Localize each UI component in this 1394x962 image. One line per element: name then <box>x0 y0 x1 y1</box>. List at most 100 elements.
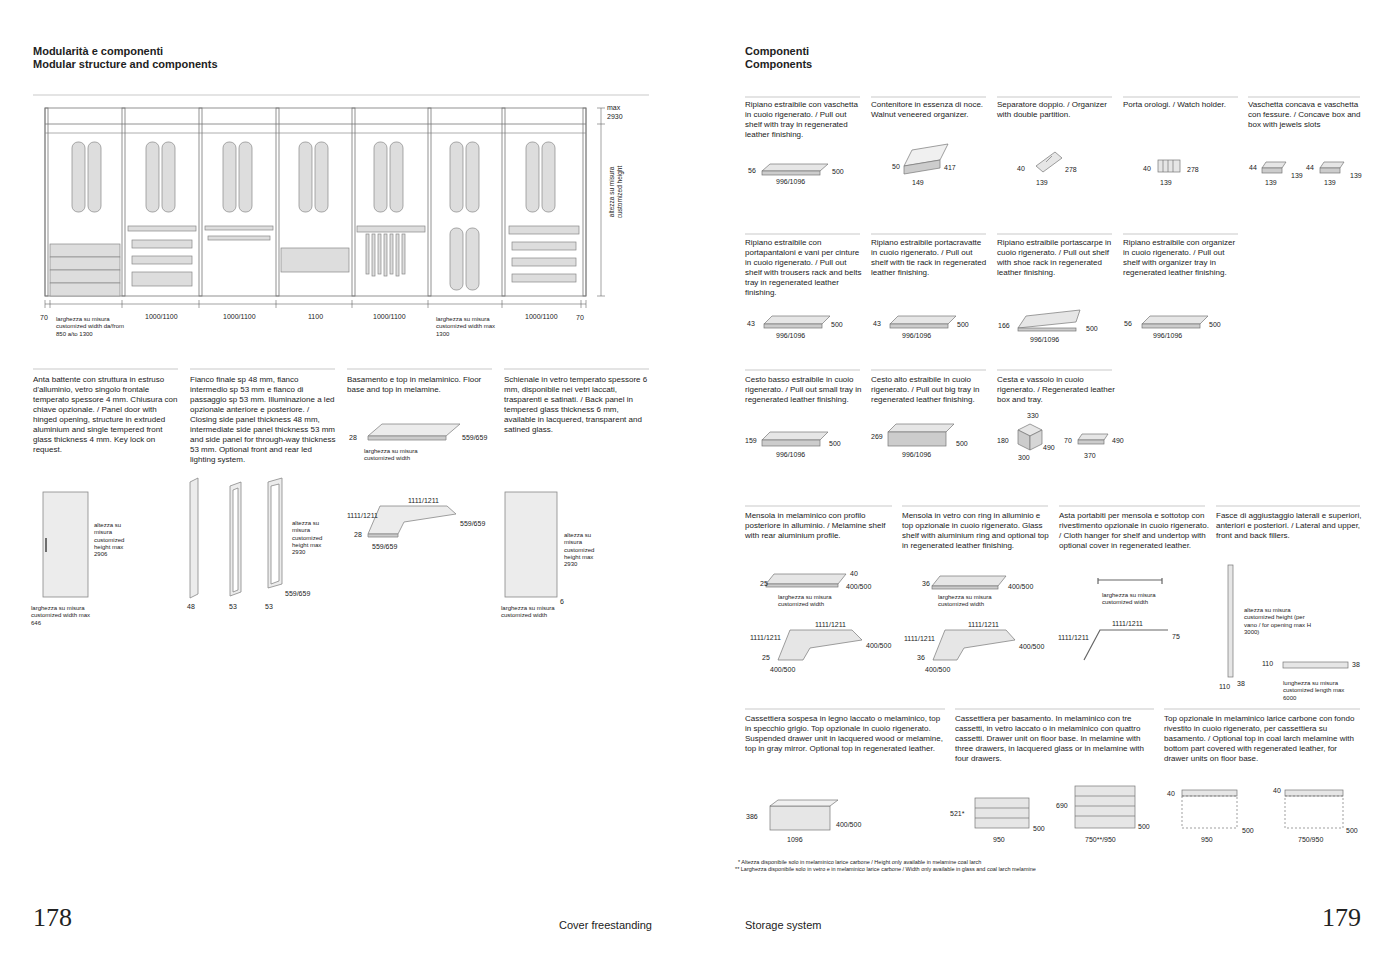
dimension-label: 996/1096 <box>776 178 805 187</box>
dimension-lines <box>45 108 605 308</box>
description-text: Ripiano estraibile con organizer in cuoi… <box>1123 238 1241 278</box>
dimension-label: 110 <box>1219 683 1230 692</box>
dimension-label: 278 <box>1065 166 1077 175</box>
description-text: Basamento e top in melaminico. Floor bas… <box>347 375 495 395</box>
dimension-label: 500 <box>829 440 841 449</box>
description-text: Mensola in melaminico con profilo poster… <box>745 511 895 541</box>
dimension-label: 490 <box>1112 437 1124 446</box>
description-text: Schienale in vetro temperato spessore 6 … <box>504 375 652 435</box>
dimension-label: 500 <box>1209 321 1221 330</box>
dimension-label: 500 <box>1086 325 1098 334</box>
dimension-label: 559/659 <box>285 590 310 599</box>
dimension-label: 48 <box>187 603 195 612</box>
description-text: larghezza su misura customized width <box>778 594 838 609</box>
dimension-label: 1111/1211 <box>1112 620 1143 629</box>
dimension-label: 139 <box>1036 179 1048 188</box>
dimension-label: 36 <box>917 654 925 663</box>
dimension-label: 400/500 <box>836 821 861 830</box>
description-text: Porta orologi. / Watch holder. <box>1123 100 1241 110</box>
dimension-label: 1111/1211 <box>904 635 935 644</box>
description-text: Fianco finale sp 48 mm, fianco intermedi… <box>190 375 338 465</box>
description-text: Top opzionale in melaminico larice carbo… <box>1164 714 1362 764</box>
description-text: larghezza su misura customized width <box>501 605 561 620</box>
dimension-label: 500 <box>1033 825 1045 834</box>
description-text: Ripiano estraibile con portapantaloni e … <box>745 238 863 298</box>
dimension-label: 521* <box>950 810 964 819</box>
dimension-label: 70 <box>576 314 584 323</box>
dimension-label: 1111/1211 <box>408 497 439 506</box>
dimension-label: 149 <box>912 179 924 188</box>
dimension-label: 53 <box>265 603 273 612</box>
description-text: lunghezza su misura customized length ma… <box>1283 680 1355 702</box>
dimension-label: 500 <box>831 321 843 330</box>
dimension-label: 25 <box>760 580 768 589</box>
dimension-label: 25 <box>762 654 770 663</box>
description-text: Asta portabiti per mensola e sottotop co… <box>1059 511 1209 551</box>
description-text: Ripiano estraibile portascarpe in cuoio … <box>997 238 1115 278</box>
dimension-label: 139 <box>1291 172 1303 181</box>
description-text: Cesta e vassoio in cuoio rigenerato. / R… <box>997 375 1115 405</box>
dimension-label: 500 <box>957 321 969 330</box>
dimension-label: 400/500 <box>770 666 795 675</box>
description-text: larghezza su misura customized width max… <box>436 316 506 338</box>
dimension-label: 1096 <box>787 836 803 845</box>
dimension-label: 1111/1211 <box>1058 634 1089 643</box>
dimension-label: 166 <box>998 322 1010 331</box>
dimension-label: 38 <box>1237 680 1245 689</box>
dimension-label: 1111/1211 <box>750 634 781 643</box>
dimension-label: 996/1096 <box>902 332 931 341</box>
description-text: Contenitore in essenza di noce. Walnut v… <box>871 100 989 120</box>
description-text: Anta battente con struttura in estruso d… <box>33 375 181 455</box>
dimension-label: 56 <box>1124 320 1132 329</box>
page-heading: Modularità e componenti <box>33 45 163 58</box>
dimension-label: 1100 <box>308 313 323 322</box>
dimension-label: 996/1096 <box>1153 332 1182 341</box>
description-text: Cassettiera per basamento. In melaminico… <box>955 714 1155 764</box>
dimension-label: 56 <box>748 167 756 176</box>
dimension-label: 996/1096 <box>902 451 931 460</box>
description-text: Fasce di aggiustaggio laterali e superio… <box>1216 511 1364 541</box>
dimension-label: 40 <box>850 570 858 579</box>
dimension-label: 40 <box>1017 165 1025 174</box>
description-text: Cesto alto estraibile in cuoio rigenerat… <box>871 375 989 405</box>
dimension-label: 110 <box>1262 660 1273 669</box>
dimension-label: 1000/1100 <box>223 313 256 322</box>
dimension-label: 500 <box>1242 827 1254 836</box>
dimension-label: 40 <box>1143 165 1151 174</box>
dimension-label: Cover freestanding <box>559 919 652 932</box>
garment-bags <box>72 142 555 290</box>
dimension-label: 559/659 <box>372 543 397 552</box>
dimension-label: ** Larghezza disponibile solo in vetro e… <box>735 866 1036 873</box>
dimension-label: 330 <box>1027 412 1039 421</box>
description-text: larghezza su misura customized width <box>364 448 424 463</box>
dimension-label: 386 <box>746 813 758 822</box>
description-text: larghezza su misura customized width <box>938 594 998 609</box>
description-text: altezza su misura customized height (per… <box>1244 607 1316 636</box>
description-text: Cesto basso estraibile in cuoio rigenera… <box>745 375 863 405</box>
description-text: larghezza su misura customized width da/… <box>56 316 128 338</box>
drawers-shelves <box>50 226 579 296</box>
dimension-label: 400/500 <box>846 583 871 592</box>
dimension-label: 1000/1100 <box>525 313 558 322</box>
description-text: altezza su misura customized height max … <box>94 522 134 559</box>
dimension-label: 269 <box>871 433 883 442</box>
dimension-label: 1000/1100 <box>373 313 406 322</box>
dimension-label: 500 <box>956 440 968 449</box>
description-text: Ripiano estraibile portacravatte in cuoi… <box>871 238 989 278</box>
dimension-label: 400/500 <box>1019 643 1044 652</box>
dimension-label: 559/659 <box>460 520 485 529</box>
dimension-label: 996/1096 <box>776 332 805 341</box>
dimension-label: 70 <box>40 314 48 323</box>
dimension-label: 400/500 <box>925 666 950 675</box>
description-text: altezza su misura customized height max … <box>292 520 332 557</box>
dimension-label: 36 <box>922 580 930 589</box>
dimension-label: altezza su misura customized height <box>608 162 624 222</box>
dimension-label: 417 <box>944 164 956 173</box>
dimension-label: 139 <box>1350 172 1362 181</box>
dimension-label: 43 <box>873 320 881 329</box>
description-text: Cassettiera sospesa in legno laccato o m… <box>745 714 945 754</box>
dimension-label: 6 <box>560 598 564 607</box>
description-text: larghezza su misura customized width <box>1102 592 1162 607</box>
